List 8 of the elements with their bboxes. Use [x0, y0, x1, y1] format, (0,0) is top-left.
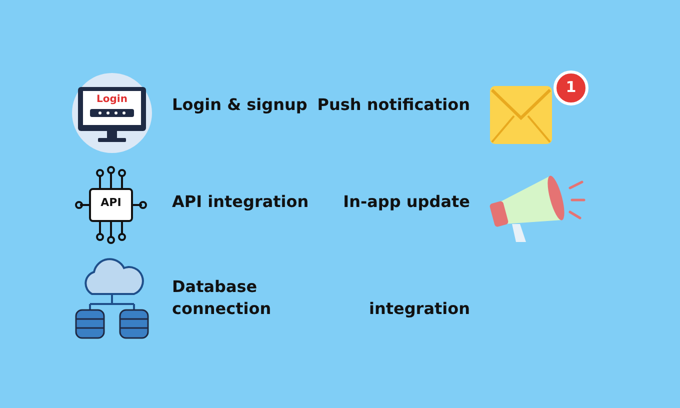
feature-label: Database connection	[172, 276, 272, 320]
feature-label: API integration	[172, 191, 310, 213]
icon-text: Login	[96, 95, 128, 105]
icon-text: 1	[564, 80, 578, 95]
feature-label: In-app update	[342, 191, 470, 213]
feature-label: integration	[368, 298, 470, 320]
icon-text: API	[100, 197, 122, 208]
feature-label: Login & signup	[172, 94, 308, 116]
